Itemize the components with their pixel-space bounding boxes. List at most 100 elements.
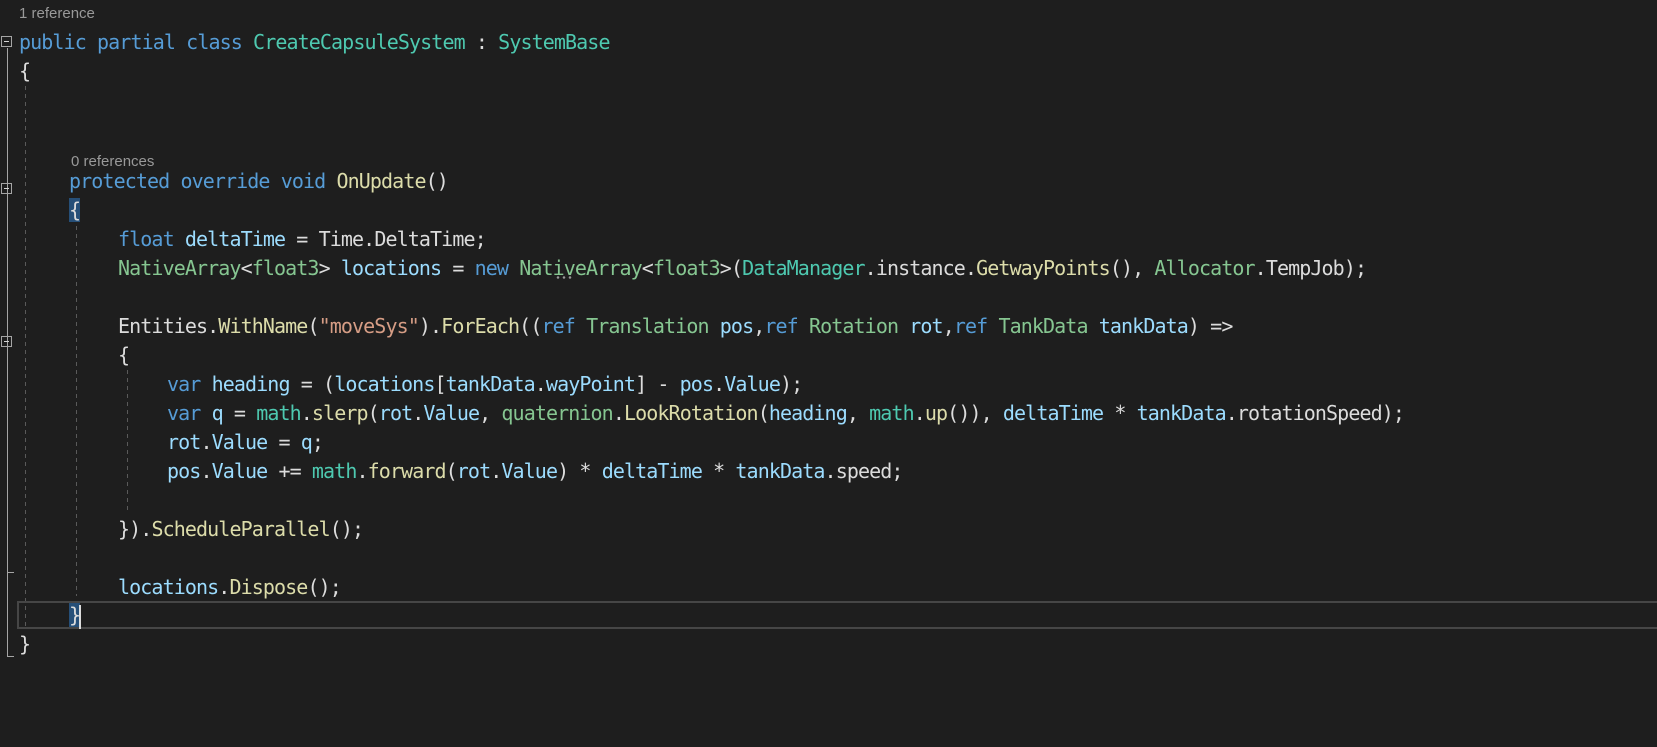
punct: .	[207, 314, 219, 338]
punct: .	[200, 459, 212, 483]
punct: ;	[311, 430, 324, 454]
code-line-2[interactable]: {	[0, 56, 1657, 86]
keyword: ref	[764, 314, 798, 338]
punct: ]	[635, 372, 647, 396]
code-line-13[interactable]: }).ScheduleParallel();	[0, 514, 1657, 544]
operator: -	[646, 372, 680, 396]
code-line-3[interactable]: protected override void OnUpdate()	[0, 166, 1657, 196]
variable: q	[211, 401, 224, 425]
indent-guide-lambda	[127, 370, 128, 510]
variable: deltaTime	[601, 459, 703, 483]
keyword: var	[167, 372, 201, 396]
field: Value	[501, 459, 558, 483]
variable: deltaTime	[1002, 401, 1104, 425]
code-line-11[interactable]: rot.Value = q;	[0, 427, 1657, 457]
fold-toggle-method[interactable]	[1, 183, 12, 194]
field: rotationSpeed	[1236, 401, 1383, 425]
open-brace: {	[118, 343, 130, 367]
suggestion-dots-icon[interactable]	[555, 276, 573, 279]
fold-toggle-class[interactable]	[1, 36, 12, 47]
text-caret	[79, 604, 82, 629]
code-line-15[interactable]: }	[0, 600, 1657, 630]
outline-tick	[7, 572, 14, 573]
punct: .	[864, 256, 877, 280]
keyword: void	[280, 169, 326, 193]
punct: ((	[519, 314, 542, 338]
punct: );	[1381, 401, 1405, 425]
keyword: class	[186, 30, 243, 54]
punct: .	[1254, 256, 1267, 280]
punct: );	[1343, 256, 1367, 280]
punct: ();	[329, 517, 364, 541]
keyword: ref	[953, 314, 988, 338]
indent-guide-method	[76, 226, 77, 596]
outline-guide-class	[7, 48, 8, 656]
method-call: forward	[367, 459, 447, 483]
punct: ()),	[947, 401, 1003, 425]
codelens-method-references[interactable]: 0 references	[71, 153, 155, 170]
fold-toggle-lambda[interactable]	[1, 336, 12, 347]
punct: .	[140, 517, 152, 541]
code-line-1[interactable]: public partial class CreateCapsuleSystem…	[0, 27, 1657, 57]
code-line-9[interactable]: var heading = (locations[tankData.wayPoi…	[0, 369, 1657, 399]
code-line-5[interactable]: float deltaTime = Time.DeltaTime;	[0, 224, 1657, 254]
parameter: pos	[719, 314, 754, 338]
keyword: ref	[541, 314, 575, 338]
struct: quaternion	[501, 401, 613, 425]
variable: locations	[118, 575, 219, 599]
method-call: slerp	[311, 401, 369, 425]
punct: ;	[891, 459, 903, 483]
punct: (	[367, 401, 380, 425]
field: Value	[211, 459, 269, 483]
punct: })	[118, 517, 141, 541]
struct: Rotation	[808, 314, 899, 338]
punct: ,	[942, 314, 955, 338]
punct: .	[964, 256, 977, 280]
field: speed	[835, 459, 893, 483]
open-brace: {	[19, 59, 31, 83]
string-literal: "moveSys"	[318, 314, 420, 338]
parameter: rot	[378, 401, 413, 425]
struct: NativeArray	[519, 256, 642, 280]
punct: .	[1225, 401, 1238, 425]
punct: ;	[474, 227, 487, 251]
punct: .	[713, 372, 725, 396]
punct: [	[434, 372, 446, 396]
struct: float3	[652, 256, 721, 280]
code-line-10[interactable]: var q = math.slerp(rot.Value, quaternion…	[0, 398, 1657, 428]
punct: ,	[846, 401, 870, 425]
punct: <	[240, 256, 253, 280]
method-call: WithName	[218, 314, 308, 338]
code-line-16[interactable]: }	[0, 629, 1657, 659]
punct: .	[300, 401, 313, 425]
code-line-7[interactable]: Entities.WithName("moveSys").ForEach((re…	[0, 311, 1657, 341]
punct: .	[913, 401, 926, 425]
code-line-12[interactable]: pos.Value += math.forward(rot.Value) * d…	[0, 456, 1657, 486]
code-line-4[interactable]: {	[0, 195, 1657, 225]
punct: =	[267, 430, 301, 454]
struct: float3	[251, 256, 320, 280]
method-call: ForEach	[441, 314, 520, 338]
field: Value	[211, 430, 269, 454]
parameter: tankData	[1136, 401, 1227, 425]
punct: =	[441, 256, 475, 280]
close-brace: }	[19, 632, 31, 656]
parameter: rot	[909, 314, 943, 338]
code-line-8[interactable]: {	[0, 340, 1657, 370]
method-name: OnUpdate	[336, 169, 426, 193]
code-line-6[interactable]: NativeArray<float3> locations = new Nati…	[0, 253, 1657, 283]
punct: >	[318, 256, 331, 280]
codelens-class-references[interactable]: 1 reference	[19, 5, 95, 22]
punct: ();	[307, 575, 341, 599]
method-call: GetwayPoints	[976, 256, 1111, 280]
parameter: rot	[456, 459, 491, 483]
punct: (	[445, 459, 458, 483]
punct: ) =>	[1187, 314, 1233, 338]
class-ref: DataManager	[742, 256, 865, 280]
punct: .	[534, 372, 547, 396]
variable: heading	[211, 372, 291, 396]
code-line-14[interactable]: locations.Dispose();	[0, 572, 1657, 602]
keyword: partial	[97, 30, 176, 54]
current-line-highlight	[17, 601, 1657, 629]
